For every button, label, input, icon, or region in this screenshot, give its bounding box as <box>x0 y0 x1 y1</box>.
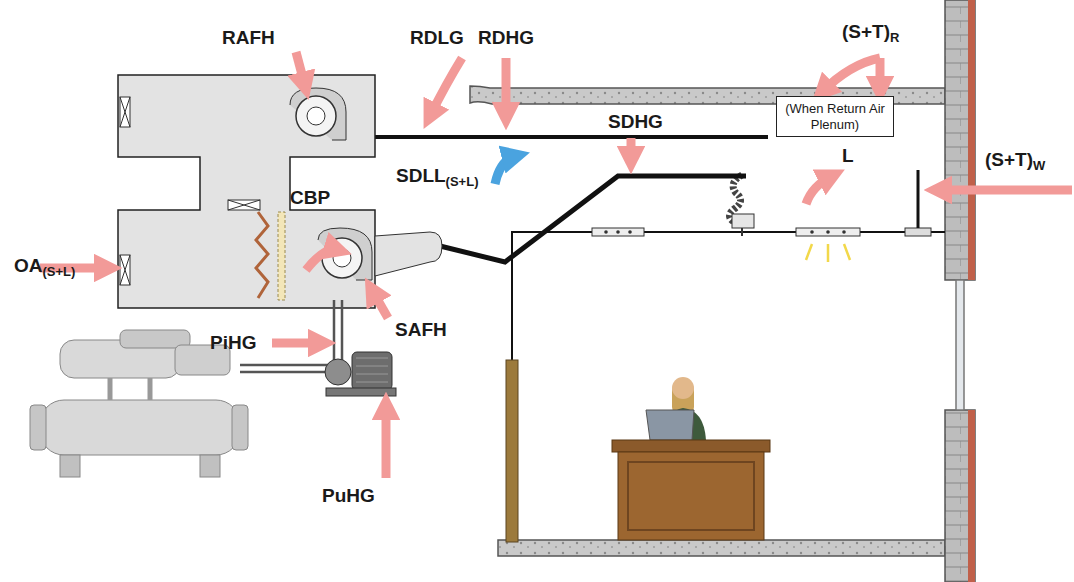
heat-gain-label: PiHG <box>210 333 256 354</box>
plenum-note-box: (When Return Air Plenum) <box>776 96 894 137</box>
heat-gain-label: RAFH <box>222 28 275 49</box>
heat-gain-label: RDLG <box>410 28 464 49</box>
heat-gain-label: (S+T)W <box>985 150 1045 173</box>
heat-gain-label: (S+T)R <box>842 22 899 45</box>
heat-gain-label: SAFH <box>395 320 447 341</box>
box-text: (When Return Air Plenum) <box>783 101 887 132</box>
heat-gain-label: OA(S+L) <box>14 256 75 279</box>
heat-gain-label: RDHG <box>478 28 534 49</box>
heat-gain-label: CBP <box>290 188 330 209</box>
heat-gain-label: SDLL(S+L) <box>396 166 478 189</box>
heat-gain-label: PuHG <box>322 486 375 507</box>
heat-gain-label: L <box>842 146 854 167</box>
heat-gain-label: SDHG <box>608 112 663 133</box>
